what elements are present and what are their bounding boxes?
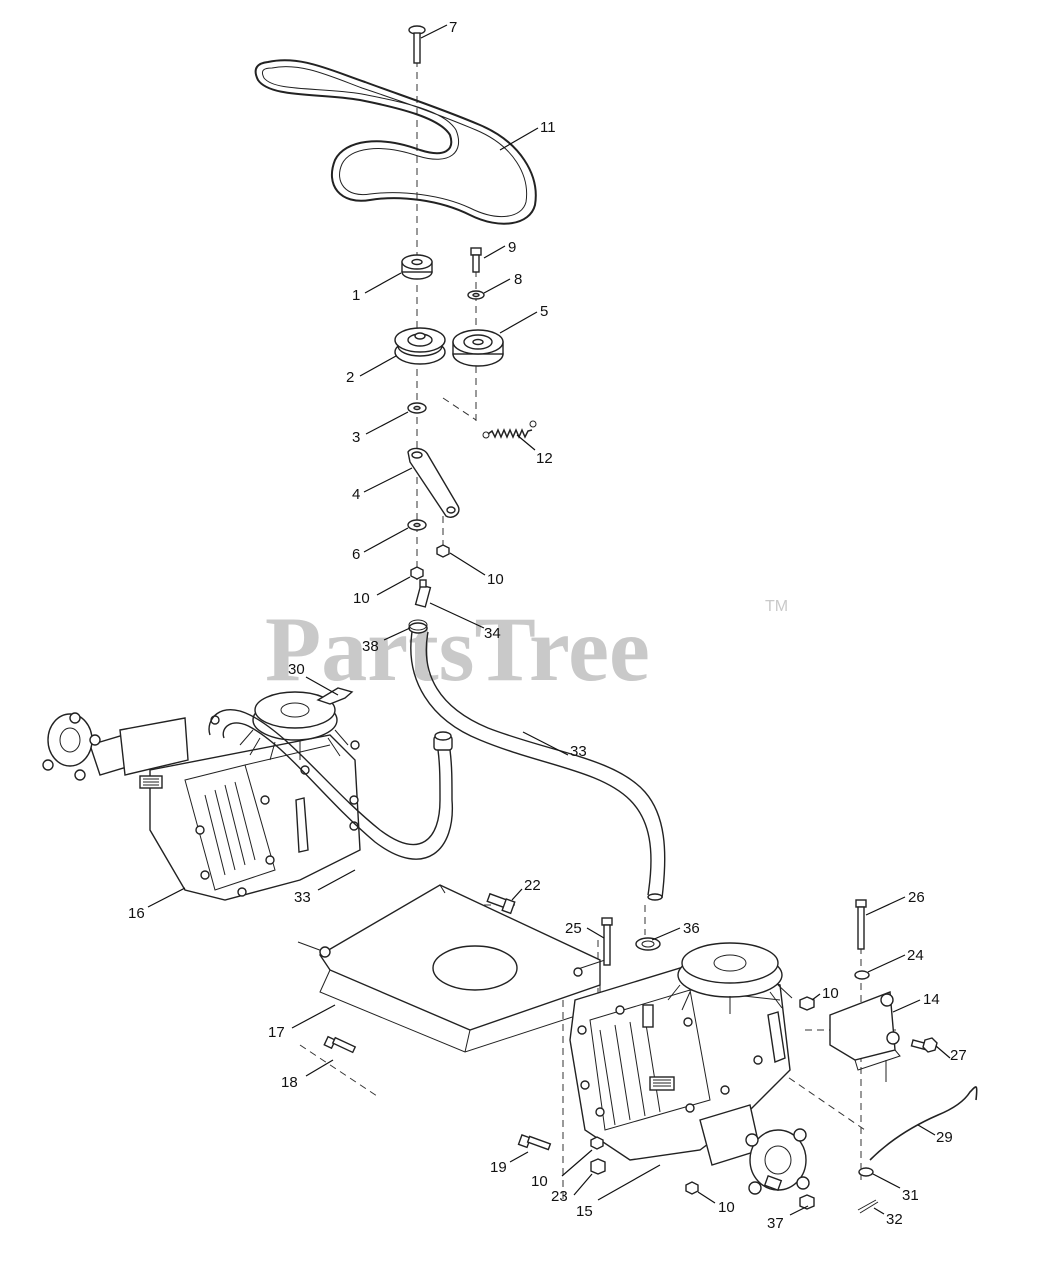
pulley-2 <box>394 327 446 365</box>
bolt-26 <box>855 899 867 950</box>
callout-38: 38 <box>362 638 379 655</box>
nut-23 <box>590 1158 606 1175</box>
callout-37: 37 <box>767 1215 784 1232</box>
callout-10-c: 10 <box>822 985 839 1002</box>
transaxle-15-right <box>569 942 810 1195</box>
nut-10-lower-left <box>590 1136 604 1150</box>
spring-12 <box>482 420 537 439</box>
idler-arm-4 <box>407 447 460 518</box>
callout-29: 29 <box>936 1129 953 1146</box>
callout-25: 25 <box>565 920 582 937</box>
nut-37 <box>799 1194 815 1210</box>
frame-17 <box>297 884 606 1053</box>
callout-10-a: 10 <box>487 571 504 588</box>
washer-24 <box>854 970 870 980</box>
bolt-22 <box>486 892 516 915</box>
bolt-18 <box>323 1035 357 1054</box>
callout-7: 7 <box>449 19 457 36</box>
callout-6: 6 <box>352 546 360 563</box>
callout-3: 3 <box>352 429 360 446</box>
callouts: 7 11 9 1 8 5 2 3 12 4 6 10 10 34 38 30 3 <box>128 19 967 1232</box>
callout-18: 18 <box>281 1074 298 1091</box>
callout-17: 17 <box>268 1024 285 1041</box>
callout-14: 14 <box>923 991 940 1008</box>
callout-23: 23 <box>551 1188 568 1205</box>
callout-9: 9 <box>508 239 516 256</box>
bolt-25 <box>601 917 613 966</box>
pulley-1 <box>401 254 433 280</box>
nut-10-bracket <box>799 996 815 1011</box>
washer-31 <box>858 1167 874 1177</box>
callout-31: 31 <box>902 1187 919 1204</box>
bracket-14 <box>829 991 901 1082</box>
transaxle-16-left <box>42 687 361 901</box>
callout-22: 22 <box>524 877 541 894</box>
callout-27: 27 <box>950 1047 967 1064</box>
nut-10-upper-left <box>410 566 424 580</box>
callout-32: 32 <box>886 1211 903 1228</box>
callout-8: 8 <box>514 271 522 288</box>
callout-34: 34 <box>484 625 501 642</box>
watermark: PartsTree TM <box>265 598 788 700</box>
nut-10-upper-right <box>436 544 450 558</box>
hose-33-short <box>208 709 454 860</box>
callout-24: 24 <box>907 947 924 964</box>
bolt-7 <box>408 25 426 64</box>
watermark-trademark: TM <box>765 598 788 615</box>
nut-10-lower <box>685 1181 699 1195</box>
hose-33-long <box>410 631 666 901</box>
watermark-brand: PartsTree <box>265 598 650 700</box>
hairpin-32 <box>857 1199 879 1214</box>
callout-26: 26 <box>908 889 925 906</box>
callout-1: 1 <box>352 287 360 304</box>
fitting-34 <box>414 579 432 608</box>
callout-11: 11 <box>540 119 556 136</box>
callout-30: 30 <box>288 661 305 678</box>
washer-3 <box>407 402 427 414</box>
bolt-19 <box>517 1134 552 1151</box>
idler-pulley-5 <box>452 329 504 367</box>
callout-5: 5 <box>540 303 548 320</box>
bolt-9 <box>470 247 482 273</box>
callout-10-e: 10 <box>718 1199 735 1216</box>
callout-15: 15 <box>576 1203 593 1220</box>
drive-belt-11 <box>254 59 537 225</box>
washer-6 <box>407 519 427 531</box>
callout-2: 2 <box>346 369 354 386</box>
callout-33-right: 33 <box>570 743 587 760</box>
callout-33-left: 33 <box>294 889 311 906</box>
callout-10-d: 10 <box>531 1173 548 1190</box>
callout-36: 36 <box>683 920 700 937</box>
bolt-27 <box>910 1037 938 1053</box>
callout-10-b: 10 <box>353 590 370 607</box>
washer-8 <box>467 290 485 300</box>
clip-36 <box>635 937 661 951</box>
callout-19: 19 <box>490 1159 507 1176</box>
callout-4: 4 <box>352 486 360 503</box>
rod-29 <box>869 1086 978 1161</box>
callout-16: 16 <box>128 905 145 922</box>
callout-12: 12 <box>536 450 553 467</box>
